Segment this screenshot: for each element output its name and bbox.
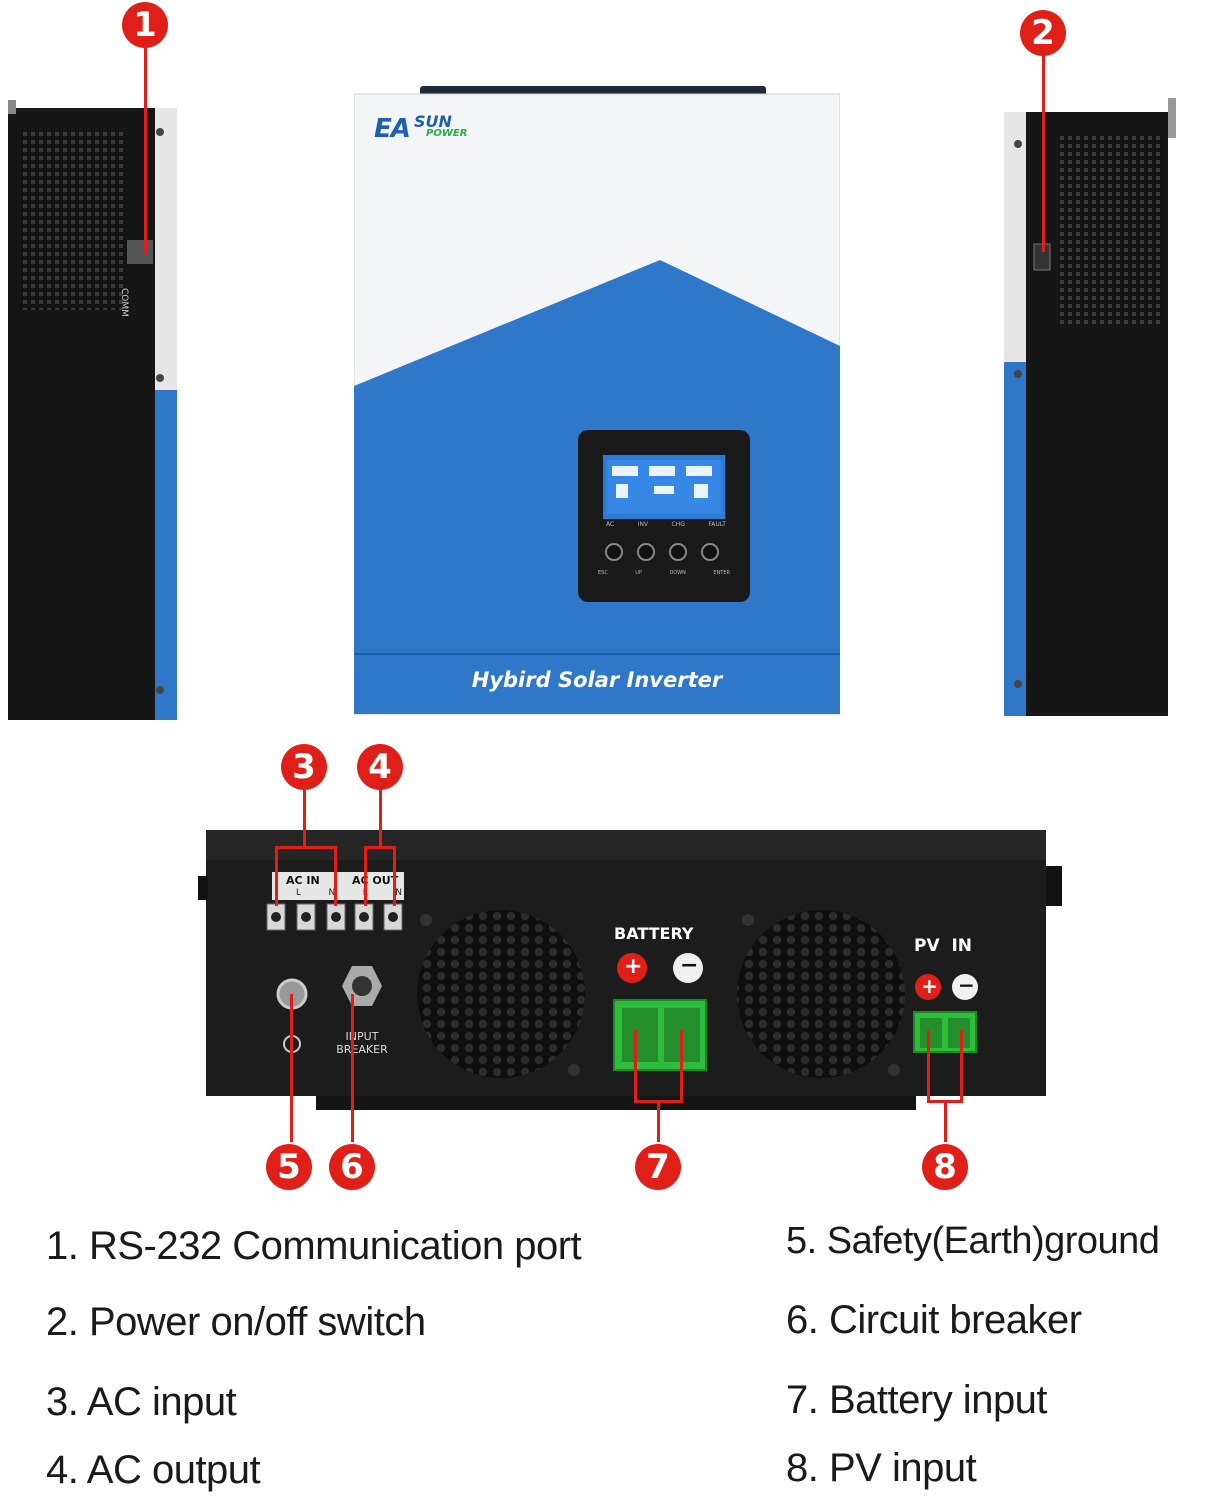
input-breaker-label-line2: BREAKER [336, 1043, 388, 1056]
left-side-drawing [8, 100, 177, 720]
ac-in-label: AC IN [286, 874, 320, 887]
lcd-status-fault: FAULT [708, 521, 726, 528]
callout-2: 2 [1020, 10, 1066, 56]
lcd-status-inv: INV [637, 521, 649, 528]
left-side-view: COMM [5, 90, 177, 722]
up-button-label: UP [635, 570, 642, 576]
terminal-mark-n2: N [395, 888, 402, 898]
lcd-status-chg: CHG [671, 521, 685, 528]
leader-7-left [634, 1030, 637, 1102]
input-breaker-label: INPUT BREAKER [322, 1030, 402, 1056]
leader-4-bar [364, 846, 396, 849]
leader-8-left [927, 1030, 930, 1102]
leader-8-stem [944, 1100, 947, 1146]
leader-2 [1042, 56, 1045, 252]
leader-1 [144, 48, 147, 253]
leader-3-left [275, 846, 278, 906]
brand-logo-power: POWER [426, 128, 468, 139]
terminal-mark-l1: L [296, 888, 302, 898]
leader-6 [351, 994, 354, 1144]
leader-7-right [680, 1030, 683, 1102]
ac-out-label: AC OUT [352, 874, 399, 887]
callout-8: 8 [922, 1144, 968, 1190]
leader-3-right [334, 846, 337, 906]
bottom-drawing [198, 830, 1062, 1110]
leader-3-stem [303, 790, 306, 848]
front-drawing [353, 86, 841, 715]
pv-plus-symbol: + [921, 974, 938, 998]
esc-button-label: ESC [598, 570, 608, 576]
leader-7-stem [657, 1100, 660, 1146]
leader-8-right [960, 1030, 963, 1102]
bottom-view: AC IN AC OUT L N L N INPUT BREAKER BATTE… [196, 826, 1066, 1116]
legend-item-1: 1. RS-232 Communication port [46, 1224, 582, 1268]
legend-item-7: 7. Battery input [786, 1378, 1048, 1422]
leader-4-left [364, 846, 367, 906]
legend-item-3: 3. AC input [46, 1380, 237, 1424]
legend-item-2: 2. Power on/off switch [46, 1300, 426, 1344]
legend-item-8: 8. PV input [786, 1446, 977, 1490]
terminal-marks: L N L N [296, 888, 402, 898]
callout-4: 4 [357, 744, 403, 790]
callout-6: 6 [329, 1144, 375, 1190]
down-button-label: DOWN [669, 570, 686, 576]
callout-5: 5 [266, 1144, 312, 1190]
brand-logo-sun: SUN [414, 112, 452, 131]
battery-minus-symbol: − [680, 953, 699, 978]
callout-3: 3 [281, 744, 327, 790]
callout-7: 7 [635, 1144, 681, 1190]
pv-minus-symbol: − [958, 973, 975, 997]
input-breaker-label-line1: INPUT [345, 1030, 379, 1043]
leader-3-bar [275, 846, 337, 849]
brand-logo-ea: EA [374, 114, 411, 144]
button-labels-row: ESC UP DOWN ENTER [598, 570, 730, 576]
right-side-view [1002, 94, 1182, 718]
legend-item-5: 5. Safety(Earth)ground [786, 1220, 1160, 1262]
right-side-drawing [1004, 98, 1176, 716]
leader-4-right [393, 846, 396, 906]
pv-in-label: PV IN [914, 936, 973, 956]
callout-1: 1 [122, 2, 168, 48]
product-label: Hybird Solar Inverter [471, 668, 723, 692]
brand-logo: EA SUN POWER [374, 112, 467, 148]
leader-5 [290, 994, 293, 1144]
enter-button-label: ENTER [713, 570, 730, 576]
leader-4-stem [379, 790, 382, 848]
lcd-status-row: AC INV CHG FAULT [606, 521, 726, 528]
legend-item-4: 4. AC output [46, 1448, 261, 1492]
terminal-mark-n1: N [328, 888, 336, 898]
lcd-status-ac: AC [606, 521, 615, 528]
legend-item-6: 6. Circuit breaker [786, 1298, 1082, 1342]
comm-port-label: COMM [119, 288, 129, 317]
front-view: EA SUN POWER AC INV CHG FAULT ESC UP DOW… [353, 86, 841, 716]
battery-label: BATTERY [614, 924, 694, 943]
battery-plus-symbol: + [624, 954, 643, 979]
